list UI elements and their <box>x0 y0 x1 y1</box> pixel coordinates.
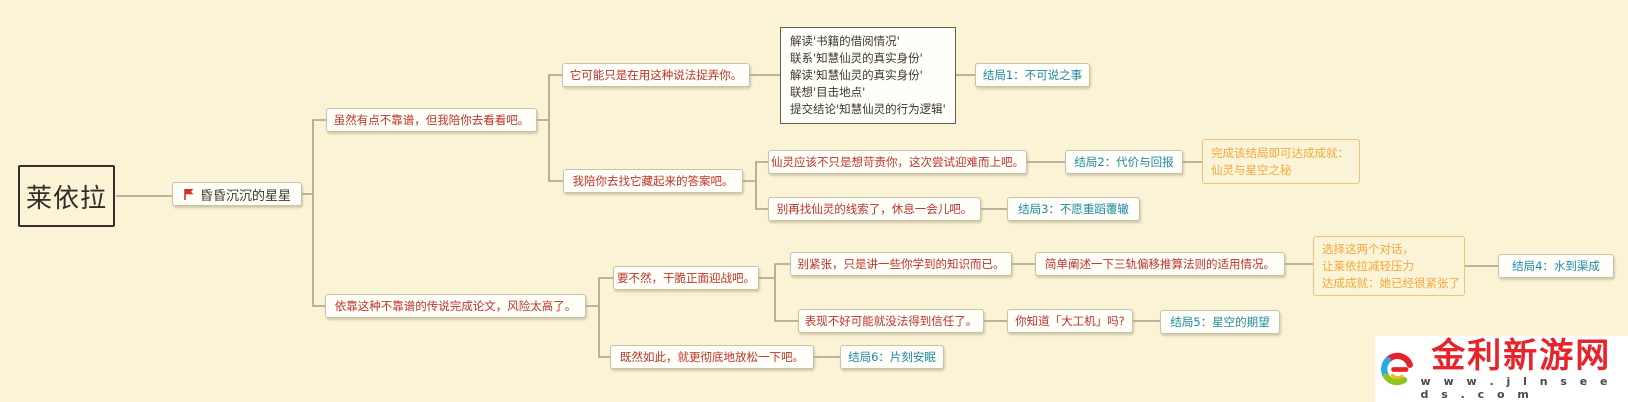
root-node-layla[interactable]: 莱依拉 <box>18 165 115 227</box>
step-line: 解读'知慧仙灵的真实身份' <box>790 68 923 82</box>
site-name: 金利新游网 <box>1431 335 1612 376</box>
action-steps-box[interactable]: 解读'书籍的借阅情况' 联系'知慧仙灵的真实身份' 解读'知慧仙灵的真实身份' … <box>780 27 956 124</box>
achievement-line: 让莱依拉减轻压力 <box>1322 258 1414 273</box>
ending-6-node[interactable]: 结局6：片刻安眠 <box>840 345 944 369</box>
ending-1-node[interactable]: 结局1：不可说之事 <box>975 63 1090 87</box>
achievement-line: 完成该结局即可达成成就： <box>1211 145 1349 160</box>
site-watermark: 金利新游网 w w w . j l n s e e d s . c o m <box>1375 336 1628 402</box>
choice-explain-rule[interactable]: 简单阐述一下三轨偏移推算法则的适用情况。 <box>1035 252 1285 276</box>
topic-node-drowsy-star[interactable]: 昏昏沉沉的星星 <box>172 182 302 206</box>
achievement-line: 达成成就：她已经很紧张了 <box>1322 275 1460 290</box>
ending-4-node[interactable]: 结局4：水到渠成 <box>1498 254 1614 278</box>
site-url: w w w . j l n s e e d s . c o m <box>1420 374 1612 401</box>
choice-face-difficulty[interactable]: 仙灵应该不只是想苛责你，这次尝试迎难而上吧。 <box>768 150 1027 174</box>
choice-teasing-you[interactable]: 它可能只是在用这种说法捉弄你。 <box>562 63 750 87</box>
achievement-note-nervous[interactable]: 选择这两个对话， 让莱依拉减轻压力 达成成就：她已经很紧张了 <box>1313 236 1465 296</box>
site-logo-icon <box>1381 352 1413 386</box>
ending-5-node[interactable]: 结局5：星空的期望 <box>1160 310 1280 334</box>
topic-label: 昏昏沉沉的星星 <box>199 188 291 204</box>
step-line: 提交结论'知慧仙灵的行为逻辑' <box>790 102 946 116</box>
choice-dont-be-nervous[interactable]: 别紧张，只是讲一些你学到的知识而已。 <box>790 252 1012 276</box>
choice-bad-performance[interactable]: 表现不好可能就没法得到信任了。 <box>798 309 984 333</box>
choice-face-head-on[interactable]: 要不然，干脆正面迎战吧。 <box>613 266 759 290</box>
step-line: 联系'知慧仙灵的真实身份' <box>790 51 923 65</box>
red-flag-icon <box>184 188 194 200</box>
ending-3-node[interactable]: 结局3：不愿重蹈覆辙 <box>1007 197 1140 221</box>
achievement-line: 选择这两个对话， <box>1322 241 1414 256</box>
choice-relax-thoroughly[interactable]: 既然如此，就更彻底地放松一下吧。 <box>610 345 814 369</box>
ending-2-node[interactable]: 结局2：代价与回报 <box>1065 150 1183 174</box>
choice-know-machine[interactable]: 你知道「大工机」吗? <box>1007 309 1133 333</box>
step-line: 联想'目击地点' <box>790 85 866 99</box>
choice-accompany-look[interactable]: 虽然有点不靠谱，但我陪你去看看吧。 <box>326 108 537 132</box>
step-line: 解读'书籍的借阅情况' <box>790 34 900 48</box>
choice-find-answer[interactable]: 我陪你去找它藏起来的答案吧。 <box>563 169 743 193</box>
achievement-note-fairy-secret[interactable]: 完成该结局即可达成成就： 仙灵与星空之秘 <box>1202 139 1360 184</box>
achievement-line: 仙灵与星空之秘 <box>1211 162 1292 177</box>
choice-take-rest[interactable]: 别再找仙灵的线索了，休息一会儿吧。 <box>768 197 981 221</box>
choice-risky-thesis[interactable]: 依靠这种不靠谱的传说完成论文，风险太高了。 <box>325 294 586 318</box>
